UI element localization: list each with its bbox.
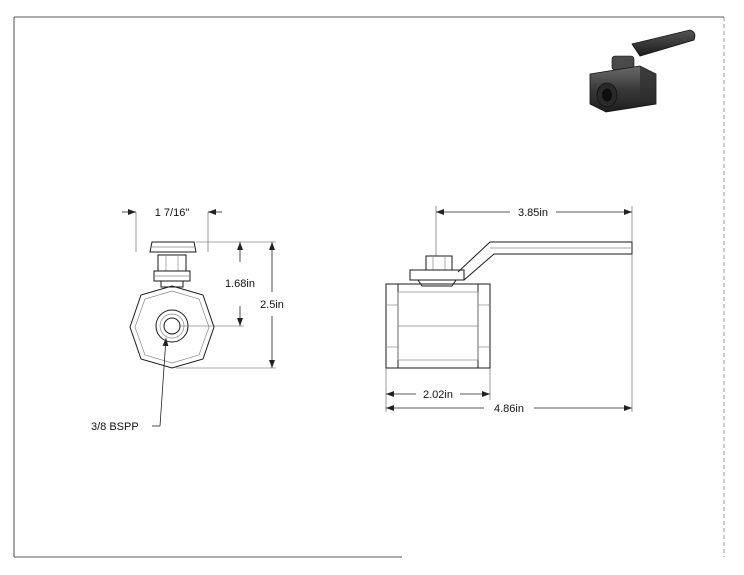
callout-thread-label: 3/8 BSPP: [91, 421, 139, 433]
drawing-frame: [13, 16, 725, 558]
dim-label-end-width: 1 7/16": [155, 207, 190, 219]
dim-overall-length: 4.86in: [386, 254, 633, 415]
dim-body-length: 2.02in: [385, 368, 491, 412]
dim-label-handle-length: 3.85in: [518, 207, 548, 219]
iso-view-thumbnail: [589, 29, 696, 113]
end-view: [129, 241, 215, 369]
dim-label-body-length: 2.02in: [423, 389, 453, 401]
side-view: [385, 241, 633, 369]
dim-handle-length: 3.85in: [435, 206, 633, 256]
callout-thread: 3/8 BSPP: [91, 337, 169, 433]
dim-label-center-height: 1.68in: [225, 278, 255, 290]
dim-end-width: 1 7/16": [122, 207, 222, 252]
dim-overall-height: 2.5in: [176, 242, 284, 369]
dim-label-overall-length: 4.86in: [494, 403, 524, 415]
dim-label-overall-height: 2.5in: [260, 299, 284, 311]
dim-center-height: 1.68in: [180, 241, 276, 327]
